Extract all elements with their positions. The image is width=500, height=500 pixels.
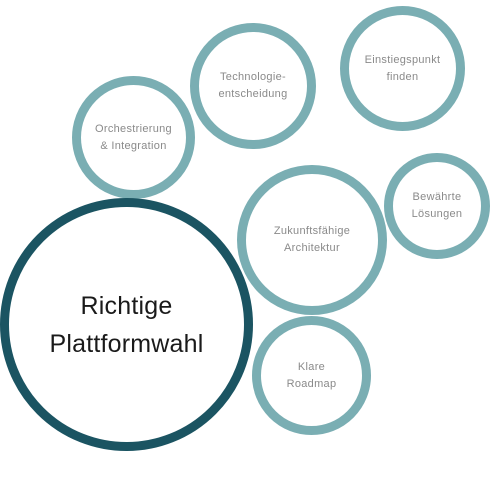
bubble-zukunftsfaehige-architektur: Zukunftsfähige Architektur (237, 165, 387, 315)
bubble-bewaehrte-loesungen-label: Bewährte Lösungen (411, 191, 463, 220)
bubble-zukunftsfaehige-architektur-label: Zukunftsfähige Architektur (273, 225, 351, 254)
bubble-technologieentscheidung-label: Technologie- entscheidung (218, 71, 288, 100)
bubble-technologieentscheidung: Technologie- entscheidung (190, 23, 316, 149)
bubble-richtige-plattformwahl-label: Richtige Plattformwahl (49, 291, 204, 358)
bubble-orchestrierung-label: Orchestrierung & Integration (95, 122, 172, 152)
bubble-richtige-plattformwahl: Richtige Plattformwahl (0, 198, 253, 451)
bubble-klare-roadmap: Klare Roadmap (252, 316, 371, 435)
bubble-orchestrierung: Orchestrierung & Integration (72, 76, 195, 199)
bubble-einstiegspunkt-label: Einstiegspunkt finden (364, 53, 441, 83)
bubble-klare-roadmap-label: Klare Roadmap (286, 360, 337, 390)
bubble-einstiegspunkt: Einstiegspunkt finden (340, 6, 465, 131)
bubble-bewaehrte-loesungen: Bewährte Lösungen (384, 153, 490, 259)
